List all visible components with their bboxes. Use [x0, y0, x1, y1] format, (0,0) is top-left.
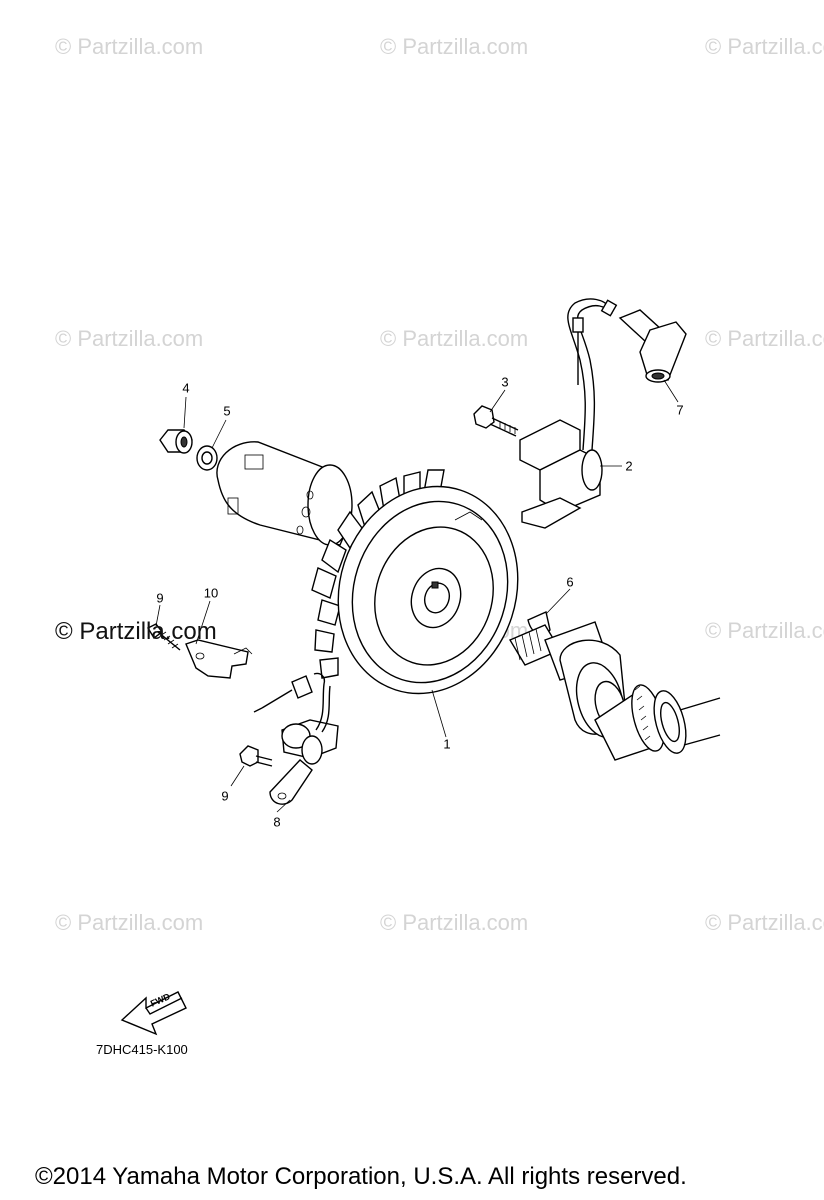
part-bolt-3 — [473, 405, 519, 437]
callout-7: 7 — [676, 402, 684, 418]
watermark: © Partzilla.com — [705, 910, 824, 935]
callout-9-upper: 9 — [156, 590, 164, 606]
watermark: © Partzilla.com — [380, 34, 529, 59]
watermark: © Partzilla.com — [380, 910, 529, 935]
callout-10: 10 — [203, 585, 219, 601]
part-screw-9-upper — [147, 623, 181, 651]
watermark: © Partzilla.com — [380, 326, 529, 351]
callout-4: 4 — [182, 380, 190, 396]
part-flywheel — [311, 469, 519, 695]
callout-1: 1 — [443, 736, 451, 752]
watermark: © Partzilla.com — [55, 34, 204, 59]
watermark: © Partzilla.com — [705, 618, 824, 643]
part-bolt-9-lower — [239, 745, 273, 767]
copyright: ©2014 Yamaha Motor Corporation, U.S.A. A… — [35, 1163, 687, 1190]
part-starter-cup — [216, 441, 353, 546]
watermark: © Partzilla.com — [55, 910, 204, 935]
fwd-arrow-icon — [120, 991, 187, 1036]
diagram-code: 7DHC415-K100 — [96, 1042, 188, 1057]
part-washer — [196, 445, 218, 471]
watermark-overlay: © Partzilla.com — [55, 618, 217, 645]
part-ignition-coil — [519, 298, 618, 529]
part-bracket-10 — [185, 639, 253, 679]
part-pulser-coil — [253, 672, 339, 805]
part-plug-cap — [618, 309, 687, 383]
callout-6: 6 — [566, 574, 574, 590]
watermark: © Partzilla.com — [705, 34, 824, 59]
callout-5: 5 — [223, 403, 231, 419]
watermark: © Partzilla.com — [705, 326, 824, 351]
part-nut — [159, 429, 193, 454]
watermark: © Partzilla.com — [55, 326, 204, 351]
part-crankshaft — [508, 621, 721, 761]
leader-lines — [155, 379, 679, 813]
callout-3: 3 — [501, 374, 509, 390]
callout-9-lower: 9 — [221, 788, 229, 804]
callout-8: 8 — [273, 814, 281, 830]
callout-2: 2 — [625, 458, 633, 474]
